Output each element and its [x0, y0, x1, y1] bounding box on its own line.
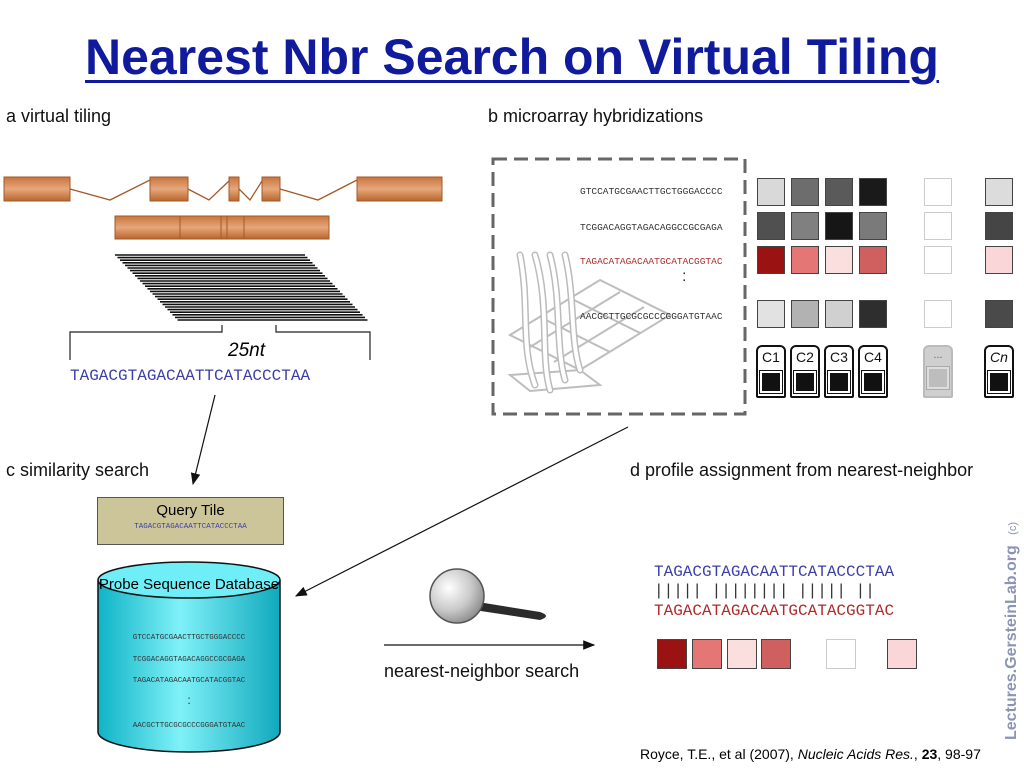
condition-chip — [927, 367, 949, 389]
panel-c-label: c similarity search — [6, 460, 150, 480]
nearest-neighbor-label: nearest-neighbor search — [384, 661, 580, 681]
panel-b-label: b microarray hybridizations — [488, 106, 704, 126]
db-probe-1: GTCCATGCGAACTTGCTGGGACCCC — [132, 634, 246, 642]
heatmap-cell — [825, 212, 853, 240]
arrow-tile-to-query — [190, 394, 216, 486]
heatmap-cell — [757, 246, 785, 274]
condition-label: C2 — [796, 349, 814, 365]
condition-icon: C2 — [790, 345, 820, 398]
condition-chip — [760, 371, 782, 393]
aligned-neighbor-sequence: TAGACATAGACAATGCATACGGTAC — [654, 602, 895, 620]
db-ellipsis: : — [187, 693, 191, 707]
condition-icon: C4 — [858, 345, 888, 398]
condition-label: C4 — [864, 349, 882, 365]
microarray-chip — [491, 157, 747, 416]
chip-probe-1: GTCCATGCGAACTTGCTGGGACCCC — [580, 186, 723, 197]
heatmap-cell — [859, 212, 887, 240]
db-probe-2: TCGGACAGGTAGACAGGCCGCGAGA — [132, 656, 246, 664]
heatmap-cell — [924, 178, 952, 206]
db-probe-4: AACGCTTGCGCGCCCGGGATGTAAC — [132, 722, 246, 730]
query-sequence: TAGACGTAGACAATTCATACCCTAA — [70, 367, 311, 385]
chip-probe-2: TCGGACAGGTAGACAGGCCGCGAGA — [580, 222, 723, 233]
panel-a-label: a virtual tiling — [6, 106, 112, 126]
condition-chip — [862, 371, 884, 393]
panel-d-label: d profile assignment from nearest-neighb… — [630, 460, 974, 480]
alignment-match-line: ||||| |||||||| ||||| || — [654, 582, 875, 600]
gene-introns — [69, 179, 358, 202]
heatmap-cell — [924, 246, 952, 274]
heatmap-cell — [924, 212, 952, 240]
profile-cell — [826, 639, 856, 669]
arrow-chip-to-database — [294, 426, 629, 597]
heatmap-cell — [985, 246, 1013, 274]
watermark: Lectures.GersteinLab.org (c) — [1003, 522, 1021, 740]
magnifier-icon — [429, 568, 546, 624]
heatmap-cell — [757, 178, 785, 206]
condition-icon: ... — [923, 345, 953, 398]
watermark-site: Lectures.GersteinLab.org — [1003, 545, 1020, 740]
heatmap-cell — [757, 300, 785, 328]
aligned-query-sequence: TAGACGTAGACAATTCATACCCTAA — [654, 563, 895, 581]
citation-pages: , 98-97 — [937, 746, 981, 762]
condition-label: C1 — [762, 349, 780, 365]
heatmap-cell — [859, 246, 887, 274]
query-tile-label: Query Tile — [156, 502, 225, 519]
condition-icon: C3 — [824, 345, 854, 398]
heatmap-cell — [791, 212, 819, 240]
profile-cell — [657, 639, 687, 669]
condition-icon: Cn — [984, 345, 1014, 398]
profile-cell — [727, 639, 757, 669]
heatmap-cell — [791, 246, 819, 274]
db-probe-3: TAGACATAGACAATGCATACGGTAC — [132, 677, 246, 685]
heatmap-cell — [791, 300, 819, 328]
heatmap-cell — [985, 212, 1013, 240]
condition-label: Cn — [990, 349, 1008, 365]
spliced-transcript — [114, 215, 330, 240]
profile-cell — [761, 639, 791, 669]
heatmap-cell — [825, 300, 853, 328]
condition-chip — [988, 371, 1010, 393]
query-tile-sequence: TAGACGTAGACAATTCATACCCTAA — [134, 523, 247, 531]
citation: Royce, T.E., et al (2007), Nucleic Acids… — [640, 746, 981, 762]
query-tile-box: Query Tile TAGACGTAGACAATTCATACCCTAA — [97, 497, 284, 545]
chip-probe-ellipsis: : — [682, 268, 687, 285]
heatmap-cell — [985, 178, 1013, 206]
heatmap-cell — [825, 178, 853, 206]
citation-volume: 23 — [921, 746, 938, 762]
condition-chip — [794, 371, 816, 393]
heatmap-cell — [859, 178, 887, 206]
heatmap-cell — [859, 300, 887, 328]
heatmap-cell — [924, 300, 952, 328]
heatmap-cell — [791, 178, 819, 206]
tile-bracket — [69, 325, 371, 360]
condition-label: C3 — [830, 349, 848, 365]
probe-database-cylinder — [97, 561, 281, 753]
citation-authors: Royce, T.E., et al (2007), — [640, 746, 798, 762]
tile-length-label: 25nt — [228, 340, 265, 361]
page-title: Nearest Nbr Search on Virtual Tiling — [85, 29, 939, 85]
virtual-tiling-diagram — [3, 176, 443, 360]
chip-probe-4: AACGCTTGCGCGCCCGGGATGTAAC — [580, 311, 723, 322]
overlapping-tiles — [115, 254, 368, 321]
chip-probe-3: TAGACATAGACAATGCATACGGTAC — [580, 256, 723, 267]
watermark-copyright: (c) — [1007, 522, 1019, 535]
database-label: Probe Sequence Database — [98, 576, 280, 593]
heatmap-cell — [825, 246, 853, 274]
citation-sep: , — [913, 746, 922, 762]
condition-chip — [828, 371, 850, 393]
citation-journal: Nucleic Acids Res. — [797, 746, 914, 762]
profile-cell — [692, 639, 722, 669]
condition-label: ... — [933, 349, 943, 361]
heatmap-cell — [985, 300, 1013, 328]
heatmap-cell — [757, 212, 785, 240]
profile-cell — [887, 639, 917, 669]
condition-icon: C1 — [756, 345, 786, 398]
gene-exons — [3, 176, 443, 202]
